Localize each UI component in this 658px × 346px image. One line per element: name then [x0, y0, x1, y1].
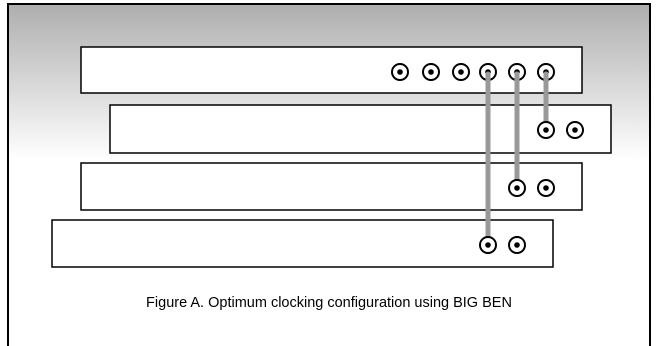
rack-unit-2: [109, 104, 612, 154]
bnc-connector-icon: [566, 121, 584, 139]
unit-4-connectors: [479, 236, 526, 254]
bnc-connector-icon: [422, 63, 440, 81]
bnc-connector-icon: [537, 121, 555, 139]
rack-unit-1: [80, 46, 583, 94]
bnc-connector-icon: [479, 236, 497, 254]
bnc-connector-icon: [391, 63, 409, 81]
bnc-connector-icon: [508, 179, 526, 197]
bnc-connector-icon: [537, 179, 555, 197]
clock-cables: [485, 71, 549, 246]
unit-3-connectors: [508, 179, 555, 197]
figure-caption: Figure A. Optimum clocking configuration…: [146, 295, 512, 311]
rack-unit-3: [80, 162, 583, 211]
bnc-connector-icon: [452, 63, 470, 81]
rack-unit-4: [51, 219, 554, 268]
unit-2-connectors: [537, 121, 584, 139]
bnc-connector-icon: [508, 236, 526, 254]
